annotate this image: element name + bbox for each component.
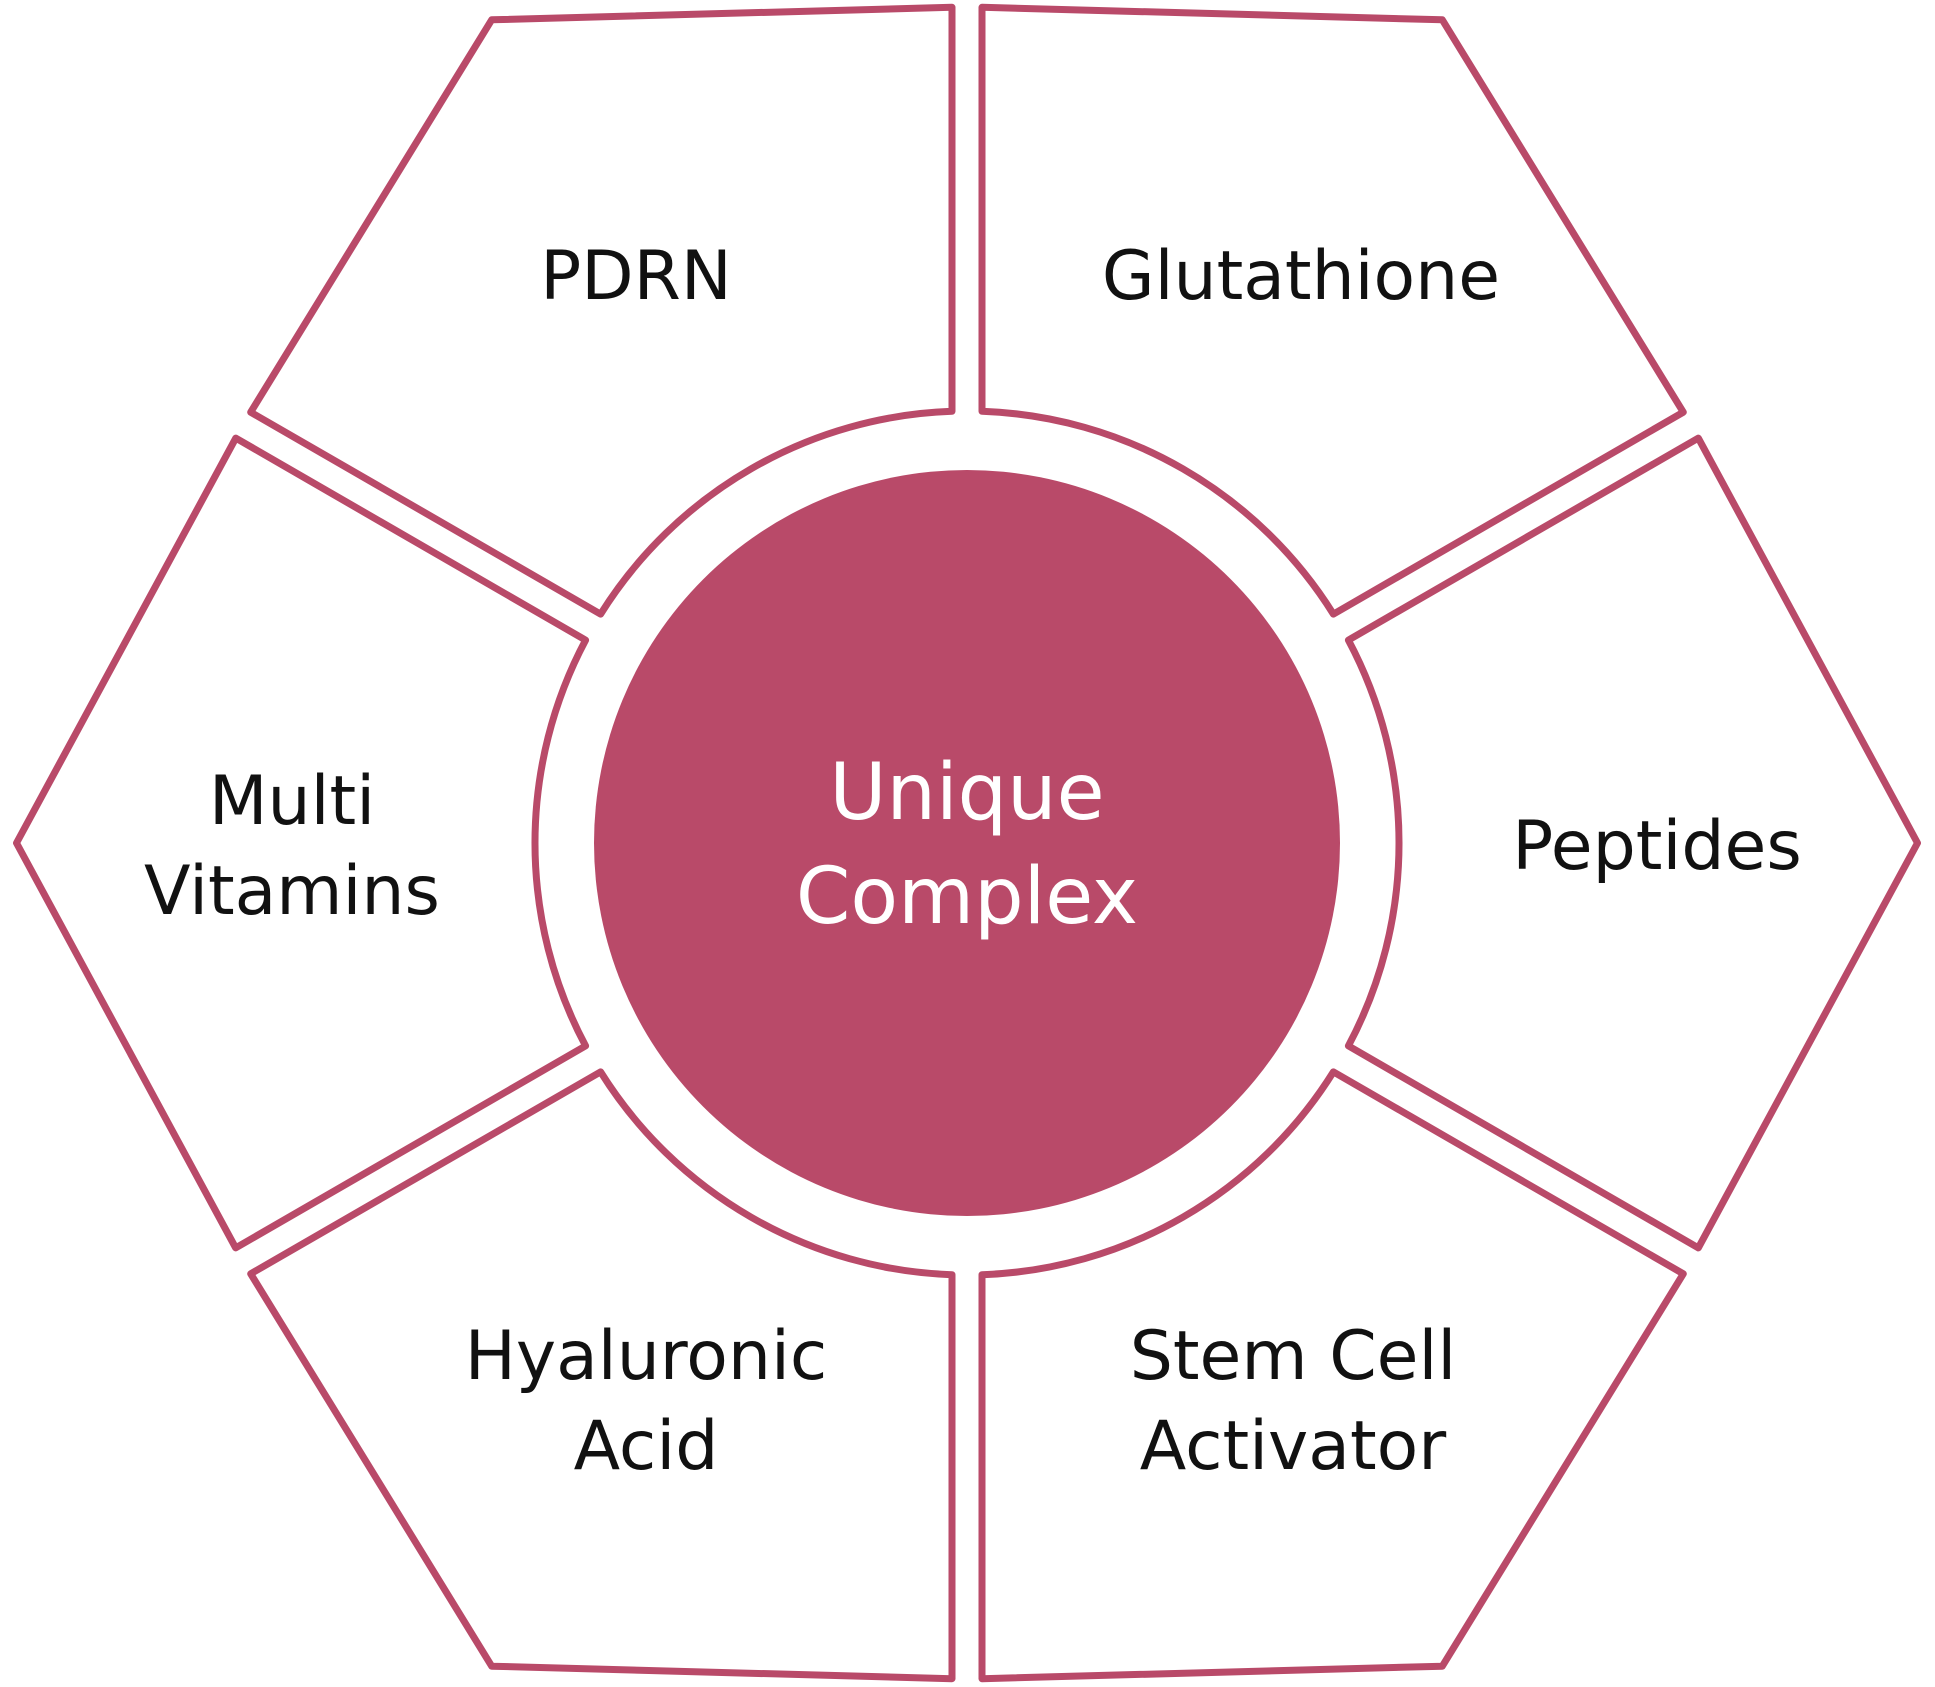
center-label-line: Complex bbox=[796, 852, 1138, 942]
segment-glutathione bbox=[978, 3, 1687, 618]
segment-label-line: Vitamins bbox=[144, 852, 440, 931]
segment-label-pdrn: PDRN bbox=[540, 237, 731, 316]
segment-multi-vitamins bbox=[13, 434, 590, 1252]
segment-label-line: Hyaluronic bbox=[465, 1317, 827, 1396]
segment-label-line: Multi bbox=[209, 762, 375, 841]
segment-label-line: Stem Cell bbox=[1130, 1317, 1457, 1396]
segment-label-line: Acid bbox=[574, 1407, 719, 1486]
center-circle bbox=[594, 470, 1340, 1216]
segment-label-line: Peptides bbox=[1512, 807, 1802, 886]
segment-hyaluronic-acid bbox=[247, 1068, 956, 1683]
segment-label-peptides: Peptides bbox=[1512, 807, 1802, 886]
segment-label-line: Glutathione bbox=[1102, 237, 1500, 316]
segment-peptides bbox=[1344, 434, 1921, 1252]
segment-label-line: PDRN bbox=[540, 237, 731, 316]
segment-stem-cell-activator bbox=[978, 1068, 1687, 1683]
segment-label-line: Activator bbox=[1140, 1407, 1446, 1486]
segment-label-glutathione: Glutathione bbox=[1102, 237, 1500, 316]
segment-pdrn bbox=[247, 3, 956, 618]
center-label-line: Unique bbox=[829, 748, 1104, 838]
